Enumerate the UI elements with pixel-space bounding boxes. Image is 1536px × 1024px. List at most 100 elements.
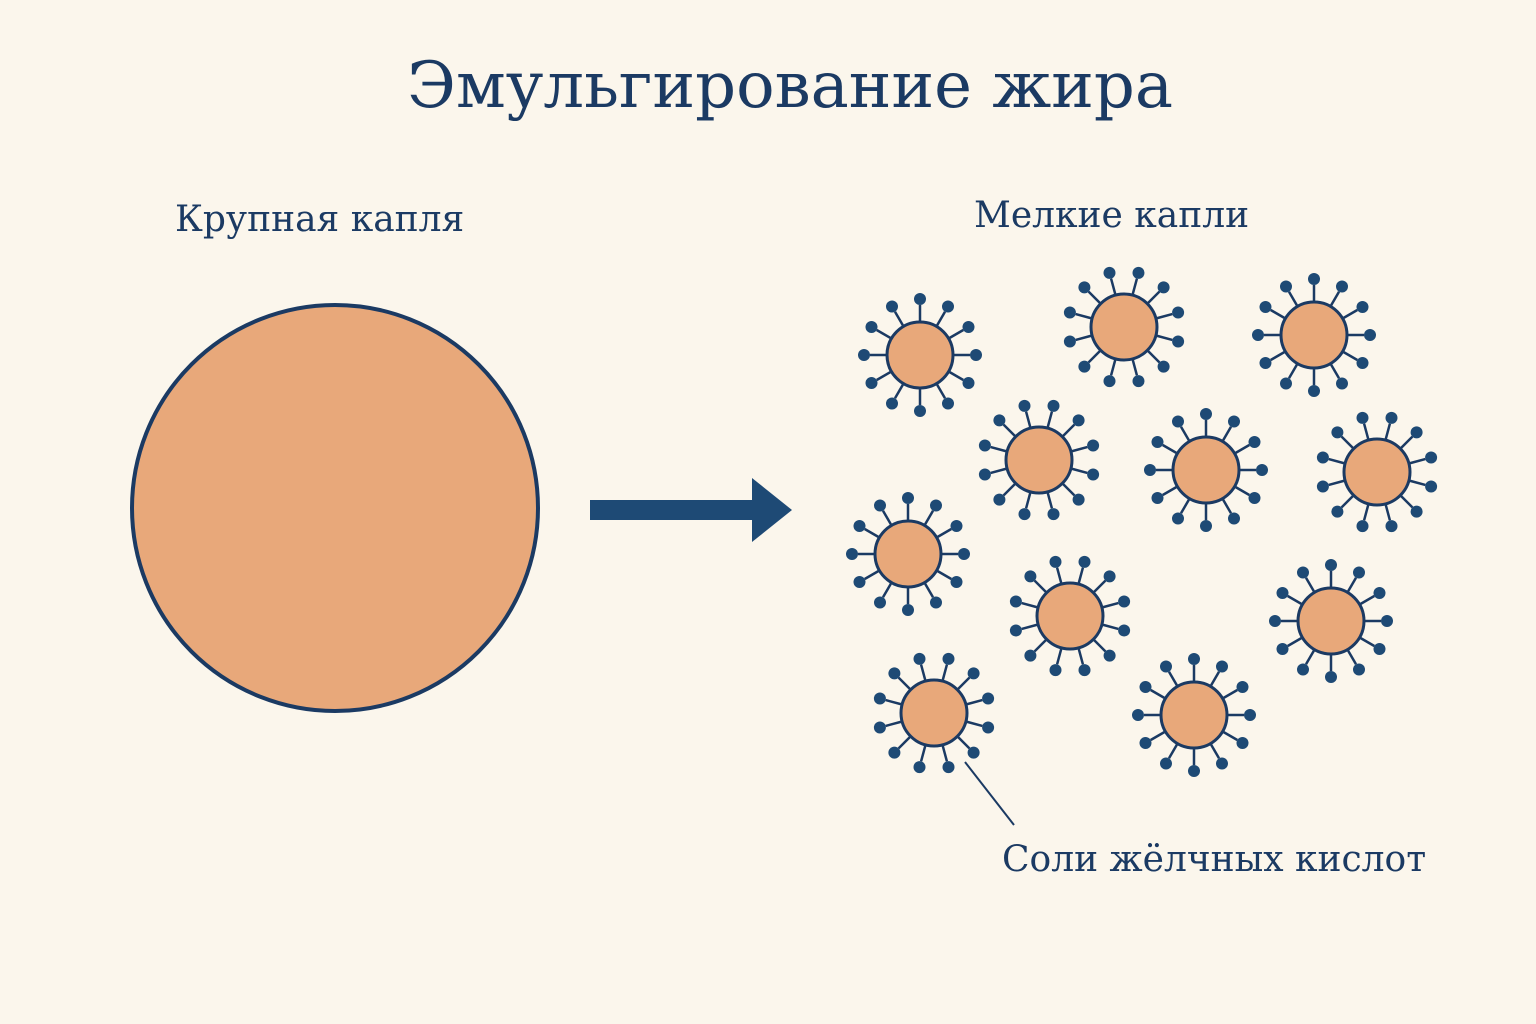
bile-salt-tail <box>956 676 971 691</box>
bile-salt-head <box>982 692 995 705</box>
bile-salt-tail <box>1162 443 1179 455</box>
bile-salt-head <box>1024 570 1037 583</box>
small-fat-drop-core <box>1004 425 1074 495</box>
bile-salt-head <box>950 520 963 532</box>
bile-salt-tail <box>1384 423 1392 441</box>
bile-salt-head <box>930 596 942 609</box>
bile-salt-tail <box>1179 426 1191 443</box>
bile-salt-tail <box>990 467 1008 475</box>
bile-salt-tail <box>881 581 893 598</box>
bile-salt-head <box>1410 505 1423 518</box>
bile-salt-tail <box>1328 479 1346 487</box>
small-drops-label: Мелкие капли <box>974 195 1250 236</box>
small-fat-drop <box>858 293 982 417</box>
bile-salt-head <box>873 721 886 734</box>
bile-salt-tail <box>1021 623 1039 631</box>
bile-salt-tail <box>923 581 935 598</box>
bile-salt-head <box>982 721 995 734</box>
small-fat-drop <box>1063 266 1185 388</box>
bile-salt-tail <box>1055 567 1063 585</box>
bile-salt-head <box>865 321 878 333</box>
bile-salt-head <box>1103 375 1116 388</box>
bile-salt-head <box>1157 360 1170 373</box>
bile-salt-head <box>978 468 991 481</box>
bile-salt-head <box>1244 709 1256 721</box>
bile-salt-head <box>888 746 901 759</box>
bile-salt-head <box>1336 280 1348 293</box>
bile-salt-head <box>1280 377 1292 390</box>
bile-salt-head <box>888 667 901 680</box>
bile-salt-tail <box>1150 688 1167 700</box>
bile-salt-head <box>1308 273 1320 285</box>
bile-salt-head <box>1151 492 1164 504</box>
bile-salt-tail <box>1077 567 1085 585</box>
bile-salt-head <box>865 377 878 389</box>
bile-salt-tail <box>897 676 912 691</box>
bile-salt-head <box>1078 281 1091 294</box>
bile-salt-head <box>1356 411 1369 424</box>
bile-salt-tail <box>1233 443 1250 455</box>
bile-salt-head <box>1228 415 1240 428</box>
bile-salt-head <box>1276 643 1289 655</box>
bile-salt-tail <box>935 311 947 328</box>
bile-salt-head <box>873 692 886 705</box>
bile-salt-head <box>1280 280 1292 293</box>
bile-salt-tail <box>1362 503 1370 521</box>
bile-salt-head <box>913 761 926 774</box>
small-fat-drop <box>978 399 1100 521</box>
bile-salt-head <box>1132 375 1145 388</box>
bile-salt-tail <box>881 510 893 527</box>
bile-salt-tail <box>1146 290 1161 305</box>
bile-salt-head <box>858 349 870 361</box>
bile-salt-head <box>1151 436 1164 448</box>
bile-salt-head <box>1172 512 1184 525</box>
large-drop-label: Крупная капля <box>175 199 465 240</box>
bile-salt-head <box>1072 414 1085 427</box>
bile-salt-tail <box>1046 411 1054 429</box>
bile-salt-tail <box>1155 312 1173 320</box>
bile-salt-tail <box>1087 290 1102 305</box>
bile-salt-head <box>942 761 955 774</box>
bile-salt-head <box>942 652 955 665</box>
bile-salt-tail <box>1101 601 1119 609</box>
bile-salt-tail <box>1287 362 1299 379</box>
bile-salt-tail <box>864 569 881 581</box>
bile-salt-tail <box>1384 503 1392 521</box>
bile-salt-head <box>1049 664 1062 677</box>
bile-salt-tail <box>965 698 983 706</box>
bile-salt-head <box>1157 281 1170 294</box>
bile-salt-head <box>1172 306 1185 319</box>
bile-salt-head <box>930 499 942 512</box>
bile-salt-head <box>962 321 975 333</box>
bile-salt-tail <box>923 510 935 527</box>
bile-salt-head <box>1103 649 1116 662</box>
bile-salt-head <box>1236 681 1249 693</box>
bile-salt-head <box>1172 335 1185 348</box>
bile-salt-tail <box>1155 334 1173 342</box>
bile-salt-tail <box>935 569 952 581</box>
bile-salt-head <box>1063 335 1076 348</box>
small-fat-drop <box>873 652 995 774</box>
bile-salt-tail <box>1221 497 1233 514</box>
bile-salt-tail <box>1150 730 1167 742</box>
bile-salt-tail <box>1287 291 1299 308</box>
bile-salt-tail <box>1061 423 1076 438</box>
bile-salt-head <box>1336 377 1348 390</box>
bile-salt-tail <box>1024 411 1032 429</box>
bile-salt-head <box>1331 426 1344 439</box>
bile-salt-head <box>1078 664 1091 677</box>
bile-salt-head <box>1132 709 1144 721</box>
bile-salt-tail <box>1002 423 1017 438</box>
bile-salt-head <box>1252 329 1264 341</box>
small-fat-drop-core <box>899 678 969 748</box>
bile-salt-tail <box>1055 647 1063 665</box>
bile-salt-head <box>1072 493 1085 506</box>
bile-salt-tail <box>1046 491 1054 509</box>
bile-salt-tail <box>1162 485 1179 497</box>
bile-salt-head <box>993 414 1006 427</box>
bile-salt-head <box>1353 566 1365 579</box>
bile-salt-head <box>1297 566 1309 579</box>
bile-salt-head <box>1139 681 1152 693</box>
